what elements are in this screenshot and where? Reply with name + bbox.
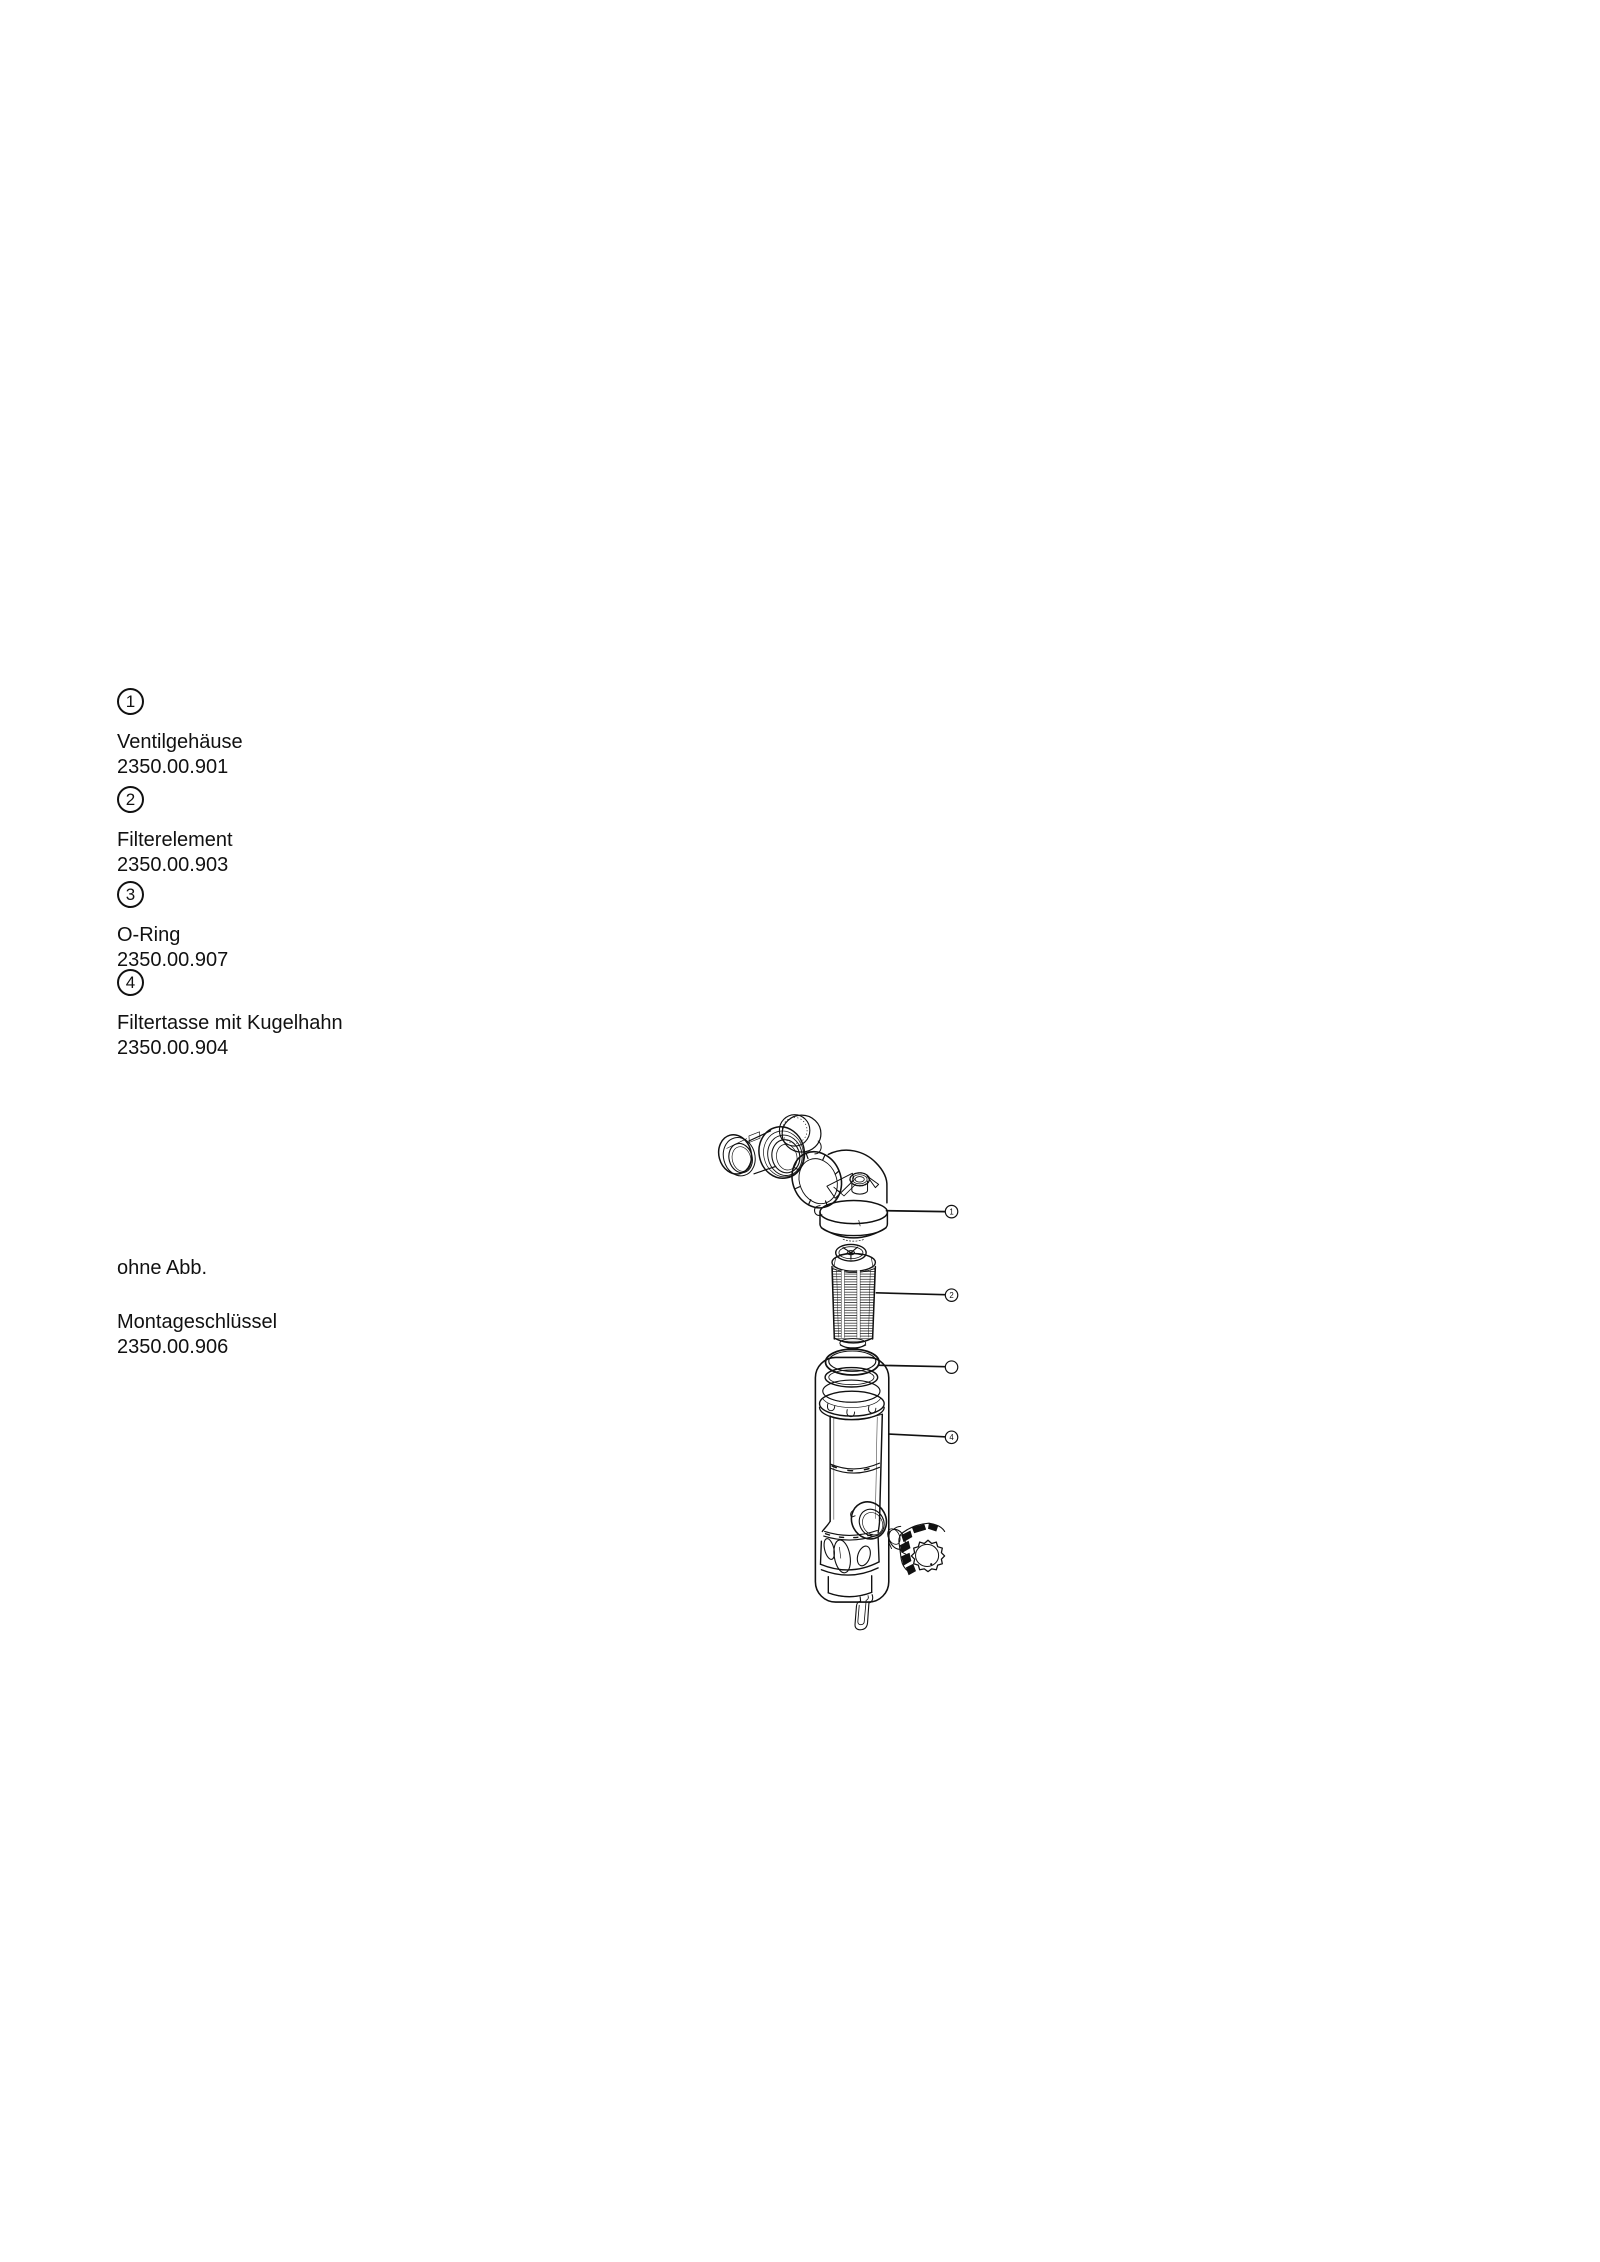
ventilgehaeuse-drawing: [717, 1114, 889, 1242]
leader-line-4: [887, 1433, 946, 1438]
callout-number: 1: [949, 1207, 953, 1216]
valve-elbow-fitting: [717, 1114, 822, 1179]
note-part-number: 2350.00.906: [117, 1336, 229, 1358]
without-illustration-note: ohne Abb. Montageschlüssel 2350.00.906: [117, 1256, 277, 1360]
note-label: Montageschlüssel: [117, 1311, 278, 1333]
part-number: 2350.00.901: [117, 756, 229, 778]
note-heading: ohne Abb.: [117, 1257, 208, 1279]
part-label: Filterelement: [117, 829, 233, 851]
leader-lines: [875, 1209, 946, 1438]
item-number-badge: 3: [117, 881, 144, 908]
parts-list-item: 1 Ventilgehäuse 2350.00.901: [117, 688, 243, 780]
parts-list-item: 3 O-Ring 2350.00.907: [117, 881, 228, 973]
part-number: 2350.00.903: [117, 854, 229, 876]
part-label: Filtertasse mit Kugelhahn: [117, 1012, 343, 1034]
knob-grip-ridges: [899, 1523, 939, 1576]
filterelement-drawing: [831, 1243, 877, 1350]
leader-line-1: [885, 1209, 946, 1213]
callout-number: 4: [949, 1433, 954, 1442]
part-number: 2350.00.907: [117, 949, 229, 971]
filtertasse-drawing: [814, 1356, 890, 1631]
drain-hook-drawing: [854, 1594, 874, 1631]
callout-1: 1: [944, 1204, 959, 1219]
callout-number: 2: [949, 1291, 953, 1300]
parts-list-item: 4 Filtertasse mit Kugelhahn 2350.00.904: [117, 969, 343, 1061]
item-number-badge: 1: [117, 688, 144, 715]
item-number-badge: 2: [117, 786, 144, 813]
kugelhahn-knob-drawing: [887, 1522, 946, 1576]
part-label: O-Ring: [117, 924, 181, 946]
callout-2: 2: [944, 1288, 959, 1302]
callout-4: 4: [944, 1430, 959, 1445]
exploded-view-drawing: 1 2 4: [717, 1114, 959, 1631]
filtertasse-outline: [814, 1356, 890, 1603]
part-label: Ventilgehäuse: [117, 731, 243, 753]
o-ring-drawing: [824, 1348, 880, 1376]
leader-line-2: [875, 1292, 946, 1296]
filter-head: [791, 1149, 889, 1242]
callout-3-empty: [944, 1360, 959, 1374]
parts-list-item: 2 Filterelement 2350.00.903: [117, 786, 233, 878]
part-number: 2350.00.904: [117, 1037, 229, 1059]
leader-line-3: [878, 1364, 946, 1368]
item-number-badge: 4: [117, 969, 144, 996]
